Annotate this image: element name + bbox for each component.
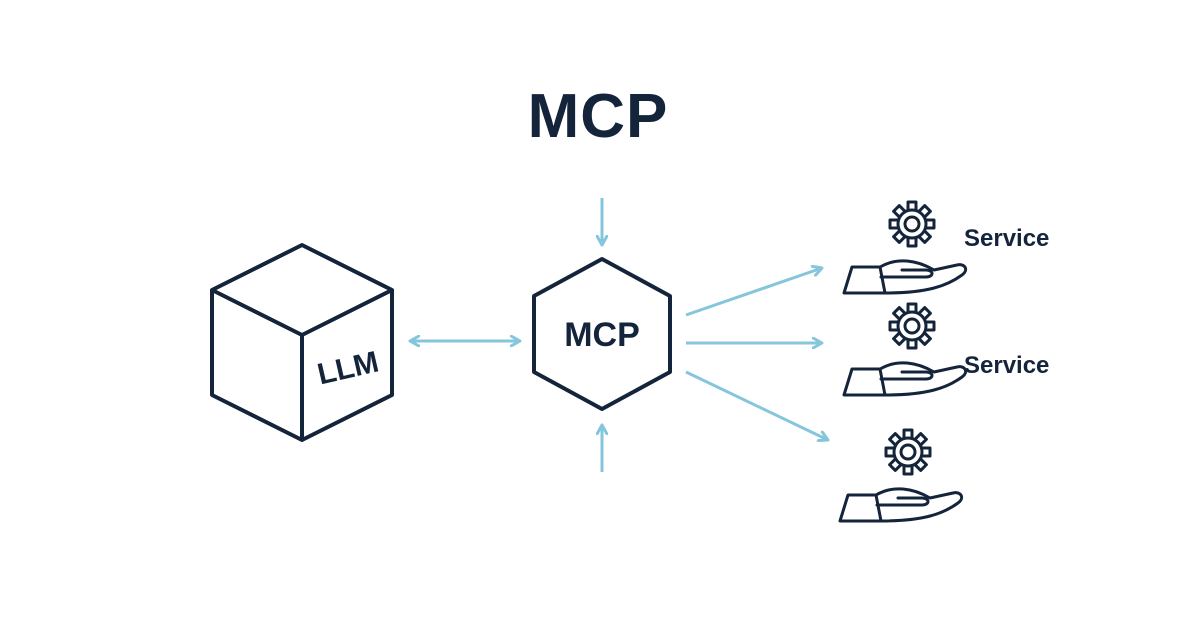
diagram-title: MCP (528, 82, 669, 151)
service-icon-2 (842, 302, 968, 397)
service-icon-1 (842, 200, 968, 295)
hand-gear-icon (838, 428, 964, 523)
hand-gear-icon (842, 200, 968, 295)
service-label-1: Service (964, 225, 1049, 252)
llm-cube (210, 243, 394, 442)
service-arrow-top (685, 268, 822, 317)
mcp-hub-hexagon (532, 257, 672, 411)
service-icon-3 (838, 428, 964, 523)
hand-gear-icon (842, 302, 968, 397)
service-arrow-bottom (685, 370, 828, 440)
service-label-2: Service (964, 352, 1049, 379)
llm-label: LLM (314, 345, 381, 391)
mcp-hub-label: MCP (564, 316, 640, 354)
